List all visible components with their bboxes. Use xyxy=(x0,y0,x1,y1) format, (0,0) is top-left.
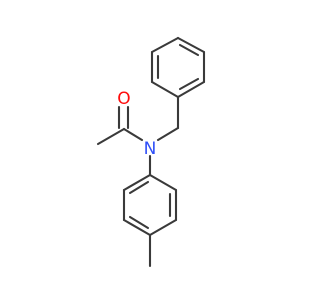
bond xyxy=(148,173,178,192)
aromatic-inner-bond xyxy=(128,215,150,230)
nitrogen-carbonyl-bond xyxy=(122,127,144,142)
oxygen-atom-label: O xyxy=(117,89,130,109)
bond xyxy=(122,173,152,192)
aromatic-inner-bond xyxy=(178,77,200,91)
molecule-drawing: O N xyxy=(96,36,206,268)
bond xyxy=(122,218,152,237)
nitrogen-atom-label: N xyxy=(144,139,157,159)
bond xyxy=(148,218,178,237)
bond xyxy=(150,36,180,54)
aromatic-inner-bond xyxy=(128,180,150,195)
structure-canvas: O N xyxy=(96,36,206,268)
aromatic-inner-bond xyxy=(178,43,200,57)
bond xyxy=(176,80,206,99)
bond xyxy=(176,36,206,54)
benzyl-ring xyxy=(150,36,206,99)
tolyl-ring xyxy=(122,173,178,237)
bond xyxy=(150,80,180,99)
ch2-nitrogen-bond xyxy=(156,126,180,142)
carbonyl-methyl-bond xyxy=(96,127,126,146)
